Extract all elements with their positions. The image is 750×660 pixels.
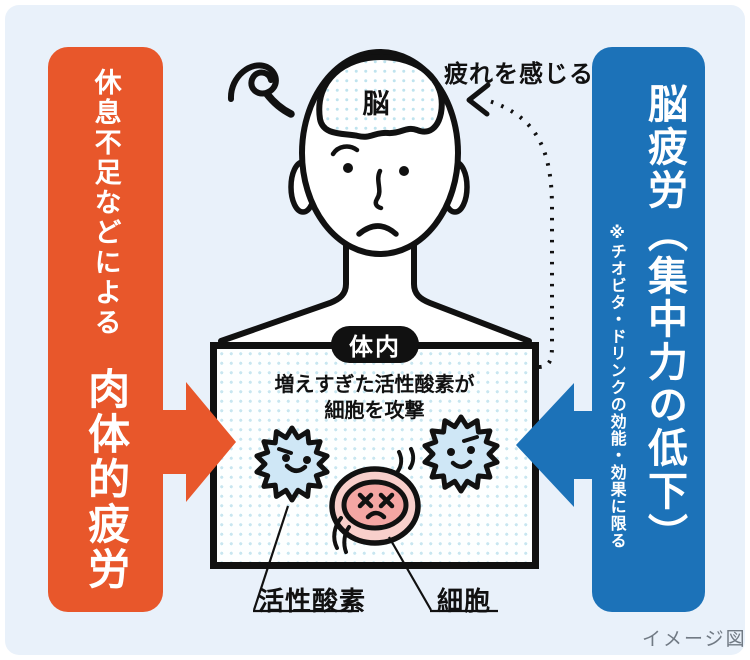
ros-label: 活性酸素 xyxy=(258,586,367,616)
brain-fatigue-note: ※チオビタ・ドリンクの効能・効果に限る xyxy=(607,223,625,549)
image-diagram-note: イメージ図 xyxy=(642,629,747,650)
physical-fatigue-prefix: 休息不足などによる xyxy=(90,67,121,338)
box-caption-line1: 増えすぎた活性酸素が xyxy=(274,374,475,396)
physical-fatigue-text-column: 休息不足などによる 肉体的疲労 xyxy=(82,67,130,592)
physical-fatigue-title: 肉体的疲労 xyxy=(82,366,130,592)
body-tag-pill: 体内 xyxy=(331,326,419,363)
cell-label: 細胞 xyxy=(437,586,492,616)
brain-fatigue-title: 脳疲労（集中力の低下） xyxy=(642,83,686,556)
brain-label: 脳 xyxy=(362,89,390,119)
brain-fatigue-banner: 脳疲労（集中力の低下） ※チオビタ・ドリンクの効能・効果に限る xyxy=(592,47,705,612)
physical-fatigue-banner: 休息不足などによる 肉体的疲労 xyxy=(48,47,163,612)
box-caption-line2: 細胞を攻撃 xyxy=(324,400,425,422)
box-caption: 増えすぎた活性酸素が 細胞を攻撃 xyxy=(210,372,539,424)
feel-tired-label: 疲れを感じる xyxy=(444,61,594,88)
